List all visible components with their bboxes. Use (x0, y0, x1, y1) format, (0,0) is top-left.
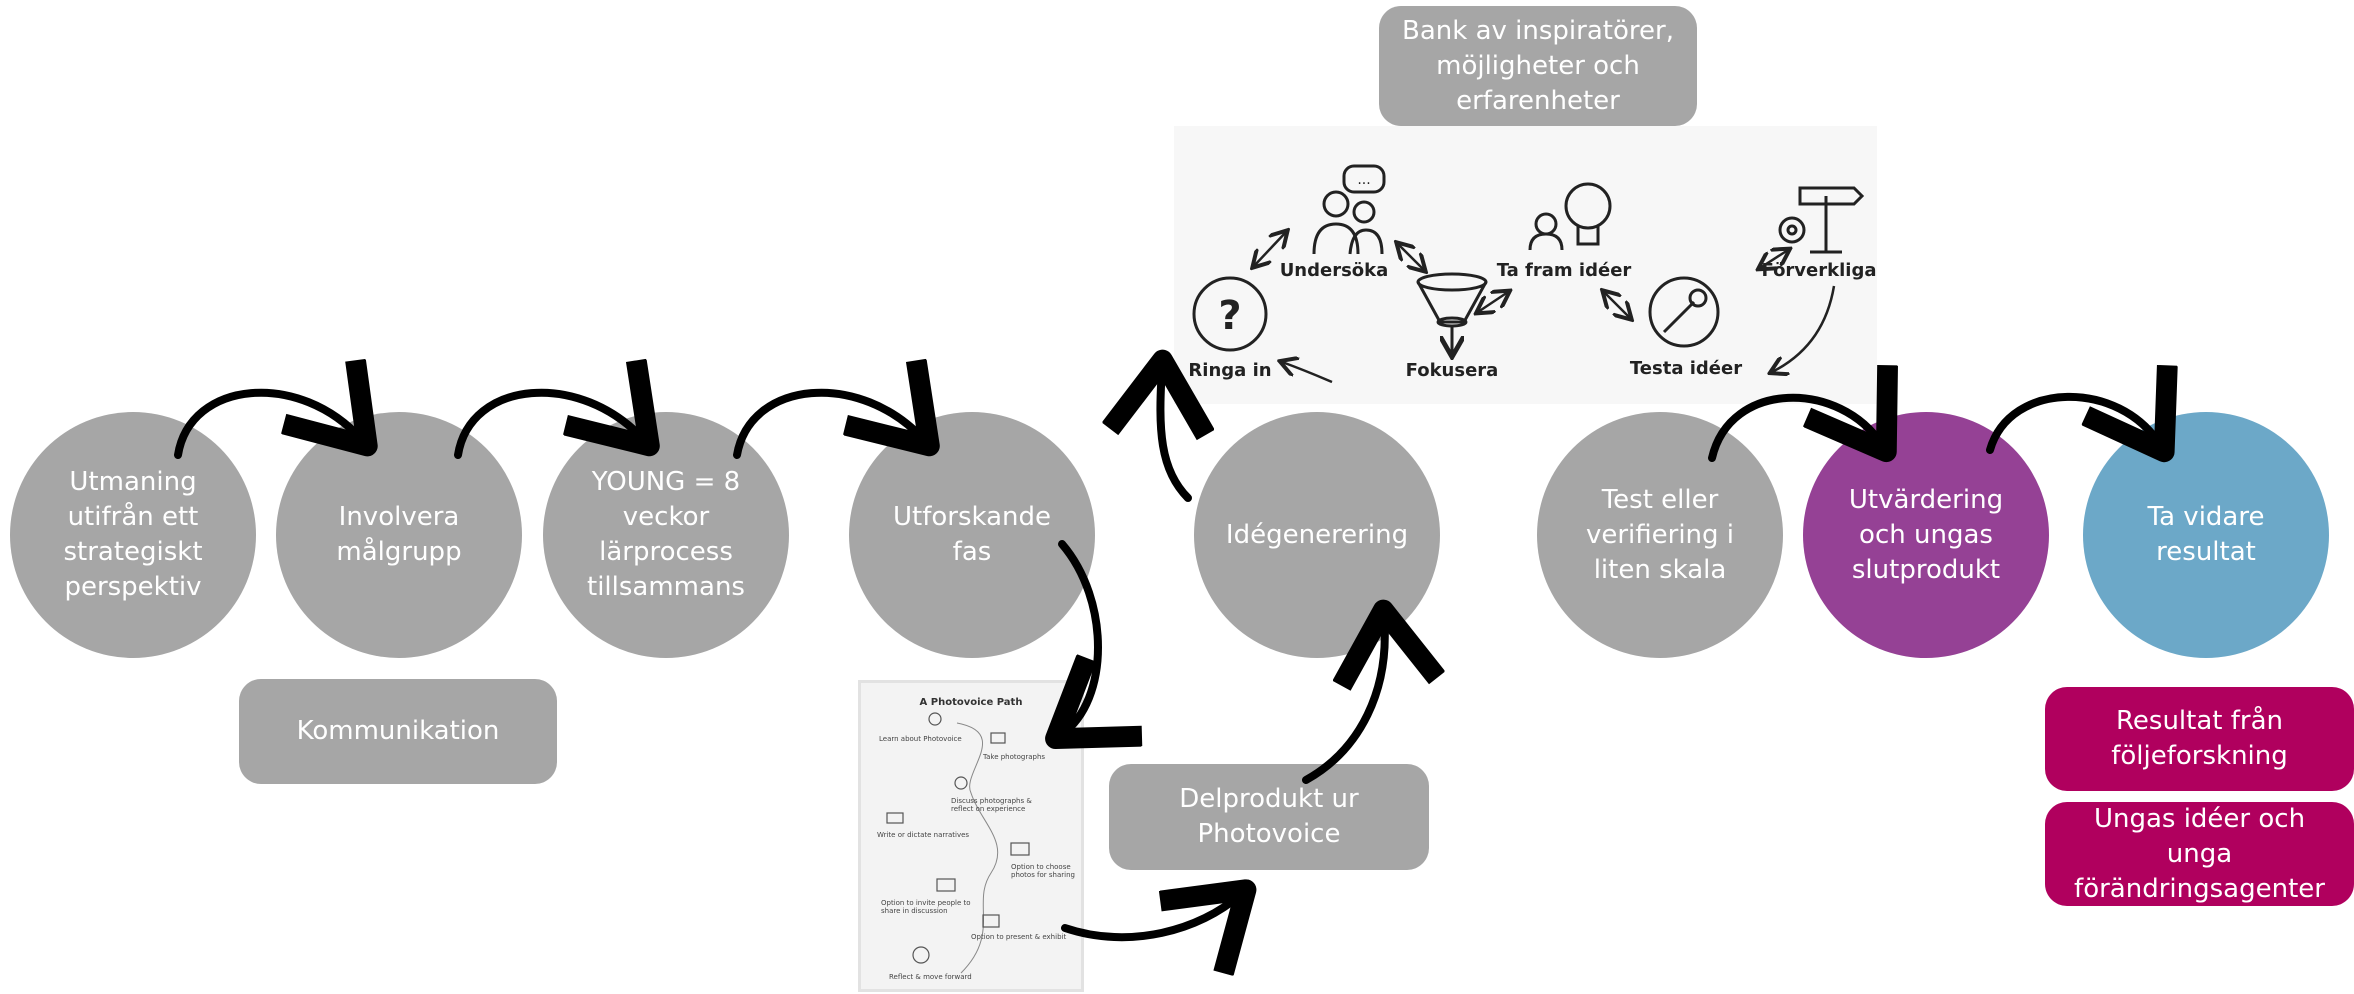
label-fokusera: Fokusera (1406, 360, 1499, 381)
arrow-delprodukt-idegenerering (1302, 618, 1385, 784)
svg-text:...: ... (1357, 172, 1370, 188)
label-undersoka: Undersöka (1280, 260, 1389, 281)
question-cycle-icon: ? (1192, 276, 1268, 352)
photovoice-path-illustration: A Photovoice Path Learn about Photovoice… (877, 697, 1075, 981)
photovoice-step-4: Write or dictate narratives (877, 831, 969, 839)
process-arrows (1254, 232, 1836, 384)
arrow-photovoice-delprodukt (1061, 895, 1240, 937)
arrow-test-utvardering (1708, 398, 1882, 458)
node-ta-vidare: Ta vidare resultat (2083, 412, 2329, 658)
photovoice-step-3: Discuss photographs &reflect on experien… (951, 797, 1032, 813)
wrench-cycle-icon (1648, 276, 1720, 348)
label-ta-fram-ideer: Ta fram idéer (1497, 260, 1632, 281)
arrow-utvardering-tavidare (1986, 397, 2160, 450)
box-ungas: Ungas idéer och unga förändringsagenter (2045, 802, 2354, 906)
node-utmaning: Utmaning utifrån ett strategiskt perspek… (10, 412, 256, 658)
arrow-utforskande-photovoice (1062, 540, 1098, 734)
design-process-illustration: ? Ringa in ... Undersöka Fokusera Ta (1188, 164, 1876, 384)
arrow-young-utforskande (733, 393, 924, 459)
box-bank: Bank av inspiratörer, möjligheter och er… (1379, 6, 1697, 126)
box-resultat: Resultat från följeforskning (2045, 687, 2354, 791)
signpost-gear-icon (1778, 186, 1865, 254)
label-testa-ideer: Testa idéer (1630, 358, 1742, 379)
svg-text:?: ? (1218, 293, 1241, 339)
design-process-panel: ? Ringa in ... Undersöka Fokusera Ta (1174, 126, 1877, 404)
photovoice-step-7: Option to present & exhibit (971, 933, 1066, 941)
photovoice-step-8: Reflect & move forward (889, 973, 972, 981)
arrow-involvera-young (454, 393, 644, 459)
photovoice-title: A Photovoice Path (920, 697, 1023, 708)
arrow-idegenerering-panel (1160, 368, 1188, 502)
photovoice-step-1: Learn about Photovoice (879, 735, 962, 743)
box-delprodukt: Delprodukt ur Photovoice (1109, 764, 1429, 870)
lightbulb-person-icon (1528, 182, 1612, 251)
photovoice-step-2: Take photographs (982, 753, 1045, 761)
arrow-utmaning-involvera (174, 393, 362, 459)
photovoice-step-icons (886, 712, 1030, 964)
node-utvardering: Utvärdering och ungas slutprodukt (1803, 412, 2049, 658)
node-test: Test eller verifiering i liten skala (1537, 412, 1783, 658)
people-talking-icon: ... (1312, 164, 1386, 255)
box-kommunikation: Kommunikation (239, 679, 557, 784)
